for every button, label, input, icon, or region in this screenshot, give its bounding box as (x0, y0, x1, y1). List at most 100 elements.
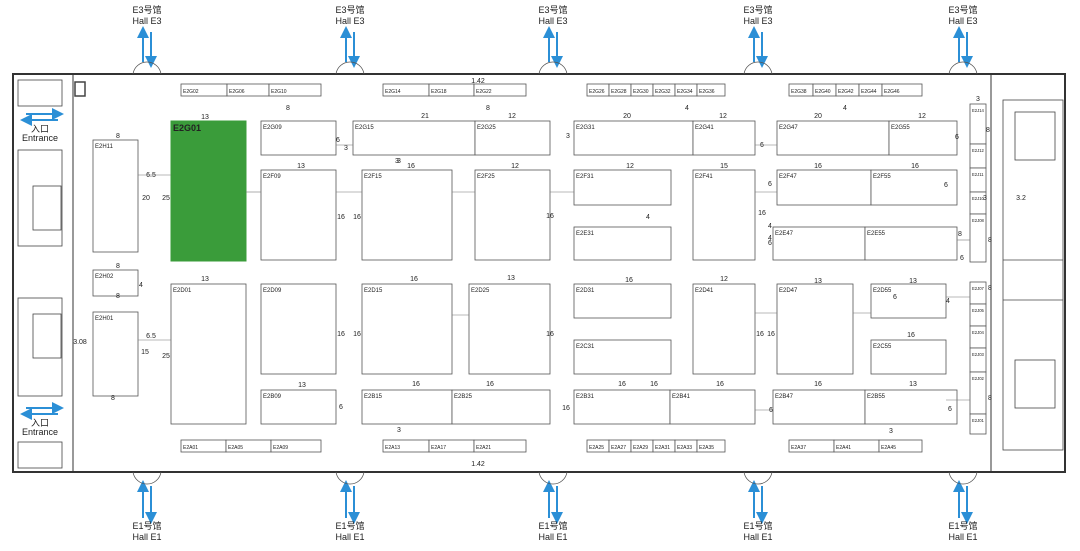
booth-e2g01[interactable]: E2G01 (170, 120, 247, 262)
booth-e2b55[interactable]: E2B55 (864, 389, 958, 425)
booth-e2a21[interactable]: E2A21 (473, 439, 527, 453)
booth-e2d25[interactable]: E2D25 (468, 283, 551, 375)
booth-e2g14[interactable]: E2G14 (382, 83, 430, 97)
dimension-label: 3 (976, 96, 980, 103)
booth-e2c31[interactable]: E2C31 (573, 339, 672, 375)
booth-e2g26[interactable]: E2G26 (586, 83, 610, 97)
booth-e2b25[interactable]: E2B25 (451, 389, 551, 425)
booth-e2g41[interactable]: E2G41 (692, 120, 756, 156)
booth-e2d15[interactable]: E2D15 (361, 283, 453, 375)
booth-e2a01[interactable]: E2A01 (180, 439, 227, 453)
booth-e2a09[interactable]: E2A09 (270, 439, 322, 453)
booth-e2f41[interactable]: E2F41 (692, 169, 756, 261)
booth-e2f25[interactable]: E2F25 (474, 169, 551, 261)
door-icon (948, 61, 978, 75)
booth-e2a37[interactable]: E2A37 (788, 439, 835, 453)
booth-label: E2E47 (775, 231, 794, 237)
booth-e2j07[interactable]: E2J07 (969, 281, 987, 305)
booth-e2a35[interactable]: E2A35 (696, 439, 726, 453)
booth-e2a25[interactable]: E2A25 (586, 439, 610, 453)
booth-e2g40[interactable]: E2G40 (812, 83, 837, 97)
booth-e2j02[interactable]: E2J02 (969, 371, 987, 415)
booth-e2a45[interactable]: E2A45 (878, 439, 923, 453)
booth-e2e47[interactable]: E2E47 (772, 226, 866, 261)
booth-e2d31[interactable]: E2D31 (573, 283, 672, 319)
booth-e2h01[interactable]: E2H01 (92, 311, 139, 397)
booth-e2d55[interactable]: E2D55 (870, 283, 947, 319)
booth-e2a29[interactable]: E2A29 (630, 439, 654, 453)
booth-e2g30[interactable]: E2G30 (630, 83, 654, 97)
booth-e2g02[interactable]: E2G02 (180, 83, 228, 97)
booth-e2b41[interactable]: E2B41 (669, 389, 756, 425)
booth-e2d01[interactable]: E2D01 (170, 283, 247, 425)
booth-e2g32[interactable]: E2G32 (652, 83, 676, 97)
booth-e2a31[interactable]: E2A31 (652, 439, 676, 453)
booth-e2a05[interactable]: E2A05 (225, 439, 272, 453)
booth-e2f31[interactable]: E2F31 (573, 169, 672, 206)
booth-e2g22[interactable]: E2G22 (473, 83, 527, 97)
booth-e2g34[interactable]: E2G34 (674, 83, 698, 97)
booth-e2g25[interactable]: E2G25 (474, 120, 551, 156)
booth-e2f47[interactable]: E2F47 (776, 169, 872, 206)
booth-e2j04[interactable]: E2J04 (969, 325, 987, 349)
booth-e2c55[interactable]: E2C55 (870, 339, 947, 375)
booth-e2g09[interactable]: E2G09 (260, 120, 337, 156)
booth-e2j10[interactable]: E2J10 (969, 191, 987, 215)
booth-e2a27[interactable]: E2A27 (608, 439, 632, 453)
booth-e2j11[interactable]: E2J11 (969, 167, 987, 193)
booth-e2f15[interactable]: E2F15 (361, 169, 453, 261)
booth-e2g15[interactable]: E2G15 (352, 120, 476, 156)
booth-e2b31[interactable]: E2B31 (573, 389, 671, 425)
booth-e2e31[interactable]: E2E31 (573, 226, 672, 261)
booth-e2f55[interactable]: E2F55 (870, 169, 958, 206)
booth-e2e55[interactable]: E2E55 (864, 226, 958, 261)
booth-e2h11[interactable]: E2H11 (92, 139, 139, 253)
booth-e2j08[interactable]: E2J08 (969, 213, 987, 263)
booth-e2g06[interactable]: E2G06 (226, 83, 270, 97)
booth-e2g44[interactable]: E2G44 (858, 83, 883, 97)
booth-label: E2J11 (972, 172, 984, 177)
booth-e2g55[interactable]: E2G55 (888, 120, 958, 156)
booth-e2f09[interactable]: E2F09 (260, 169, 337, 261)
booth-e2j03[interactable]: E2J03 (969, 347, 987, 373)
booth-e2d41[interactable]: E2D41 (692, 283, 756, 375)
booth-e2h02[interactable]: E2H02 (92, 269, 139, 297)
booth-shape (772, 389, 866, 425)
booth-e2j01[interactable]: E2J01 (969, 413, 987, 435)
booth-e2g28[interactable]: E2G28 (608, 83, 632, 97)
booth-e2j14[interactable]: E2J14 (969, 103, 987, 145)
booth-e2b15[interactable]: E2B15 (361, 389, 453, 425)
booth-e2j12[interactable]: E2J12 (969, 143, 987, 169)
booth-e2g46[interactable]: E2G46 (881, 83, 923, 97)
entrance-label-en: Entrance (22, 133, 58, 143)
booth-e2a13[interactable]: E2A13 (382, 439, 430, 453)
booth-e2g36[interactable]: E2G36 (696, 83, 726, 97)
booth-e2a33[interactable]: E2A33 (674, 439, 698, 453)
booth-e2g38[interactable]: E2G38 (788, 83, 814, 97)
booth-e2g18[interactable]: E2G18 (428, 83, 475, 97)
booth-e2d09[interactable]: E2D09 (260, 283, 337, 375)
booth-e2g31[interactable]: E2G31 (573, 120, 694, 156)
booth-e2b09[interactable]: E2B09 (260, 389, 337, 425)
booth-e2d47[interactable]: E2D47 (776, 283, 854, 375)
booth-e2j05[interactable]: E2J05 (969, 303, 987, 327)
booth-e2a41[interactable]: E2A41 (833, 439, 880, 453)
booth-e2g47[interactable]: E2G47 (776, 120, 890, 156)
booth-e2a17[interactable]: E2A17 (428, 439, 475, 453)
booth-e2g10[interactable]: E2G10 (268, 83, 322, 97)
booth-label: E2A41 (836, 445, 851, 451)
booth-e2b47[interactable]: E2B47 (772, 389, 866, 425)
booth-e2g42[interactable]: E2G42 (835, 83, 860, 97)
